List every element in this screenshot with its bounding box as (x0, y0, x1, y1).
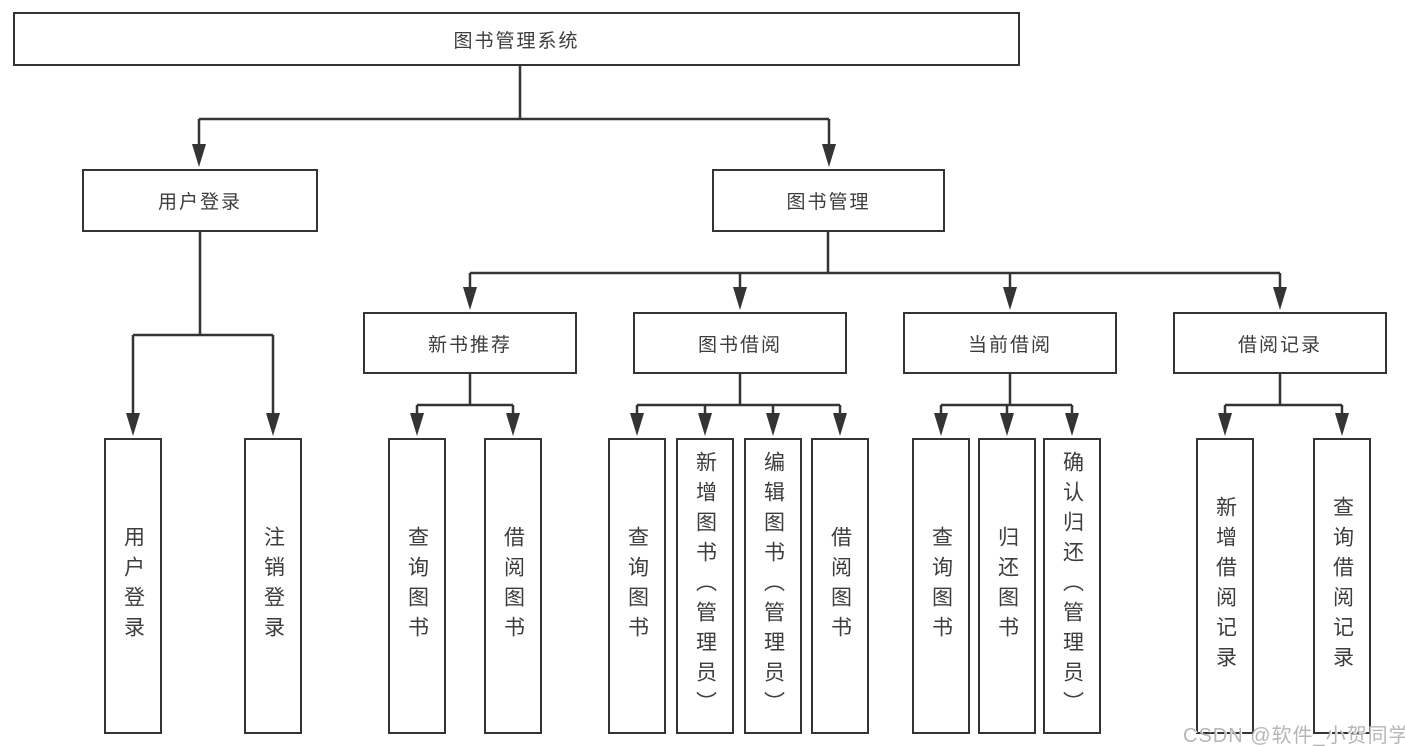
leaf-edit-books-admin: 编辑图书（管理员） (744, 438, 802, 734)
leaf-user-login: 用户登录 (104, 438, 162, 734)
leaf-query-books-current: 查询图书 (912, 438, 970, 734)
node-borrow-records: 借阅记录 (1173, 312, 1387, 374)
leaf-logout: 注销登录 (244, 438, 302, 734)
arrowheads (126, 144, 1349, 436)
node-user-login: 用户登录 (82, 169, 318, 232)
csdn-watermark: CSDN @软件_小贺同学 (1183, 725, 1405, 747)
leaf-return-books: 归还图书 (978, 438, 1036, 734)
leaf-query-books-recommend: 查询图书 (388, 438, 446, 734)
leaf-confirm-return-admin: 确认归还（管理员） (1043, 438, 1101, 734)
leaf-query-books-borrow: 查询图书 (608, 438, 666, 734)
node-current-borrow: 当前借阅 (903, 312, 1117, 374)
leaf-add-borrow-record: 新增借阅记录 (1196, 438, 1254, 734)
node-book-borrow: 图书借阅 (633, 312, 847, 374)
node-library-management-system: 图书管理系统 (13, 12, 1020, 66)
leaf-query-borrow-record: 查询借阅记录 (1313, 438, 1371, 734)
leaf-borrow-books-recommend: 借阅图书 (484, 438, 542, 734)
node-book-management: 图书管理 (712, 169, 945, 232)
leaf-add-books-admin: 新增图书（管理员） (676, 438, 734, 734)
leaf-borrow-books: 借阅图书 (811, 438, 869, 734)
node-new-book-recommend: 新书推荐 (363, 312, 577, 374)
